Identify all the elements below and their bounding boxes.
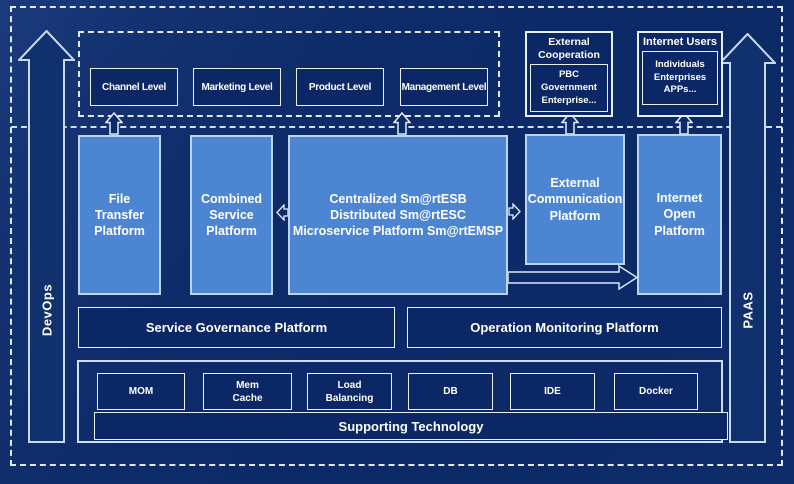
level-box-marketing: Marketing Level [193,68,281,106]
tech-box-docker: Docker [614,373,698,410]
level-label: Channel Level [102,81,166,93]
external-cooperation-box: External Cooperation PBC Government Ente… [525,31,613,117]
supporting-technology-label: Supporting Technology [338,418,484,434]
service-governance-label: Service Governance Platform [145,320,328,335]
level-label: Marketing Level [201,81,273,93]
operation-monitoring-platform-box: Operation Monitoring Platform [407,307,722,348]
external-cooperation-body-box: PBC Government Enterprise... [530,64,608,112]
tech-box-db: DB [408,373,493,410]
level-label: Management Level [401,81,487,93]
external-cooperation-title: External Cooperation [538,36,600,62]
tech-box-ide: IDE [510,373,595,410]
up-arrow-icon [393,112,411,135]
internet-users-body: Individuals Enterprises APPs... [653,58,707,96]
level-box-channel: Channel Level [90,68,178,106]
devops-label: DevOps [39,283,55,337]
platform-combined-service: Combined Service Platform [190,135,273,295]
paas-up-arrow-icon [719,33,776,443]
supporting-technology-bar: Supporting Technology [94,412,728,440]
long-right-arrow-icon [508,265,638,290]
service-governance-platform-box: Service Governance Platform [78,307,395,348]
platform-external-communication: External Communication Platform [525,134,625,265]
level-box-product: Product Level [296,68,384,106]
levels-dashed-container [78,31,500,117]
paas-label: PAAS [740,291,756,329]
technology-container [77,360,723,443]
internet-users-body-box: Individuals Enterprises APPs... [642,51,718,105]
platform-file-transfer: File Transfer Platform [78,135,161,295]
internet-users-box: Internet Users Individuals Enterprises A… [637,31,723,117]
outer-dashed-border [10,6,783,466]
tech-box-load-balancing: Load Balancing [307,373,392,410]
external-cooperation-body: PBC Government Enterprise... [541,68,597,106]
platform-esb-esc-emsp: Centralized Sm@rtESB Distributed Sm@rtES… [288,135,508,295]
right-arrow-icon [508,203,521,220]
tech-box-mom: MOM [97,373,185,410]
operation-monitoring-label: Operation Monitoring Platform [470,320,659,335]
dashed-separator-line [11,126,782,128]
level-box-management: Management Level [400,68,488,106]
internet-users-title: Internet Users [643,36,717,48]
devops-up-arrow-icon [18,30,75,443]
level-label: Product Level [308,81,372,93]
tech-box-mem-cache: Mem Cache [203,373,292,410]
up-arrow-icon [105,112,123,135]
platform-internet-open: Internet Open Platform [637,134,722,295]
